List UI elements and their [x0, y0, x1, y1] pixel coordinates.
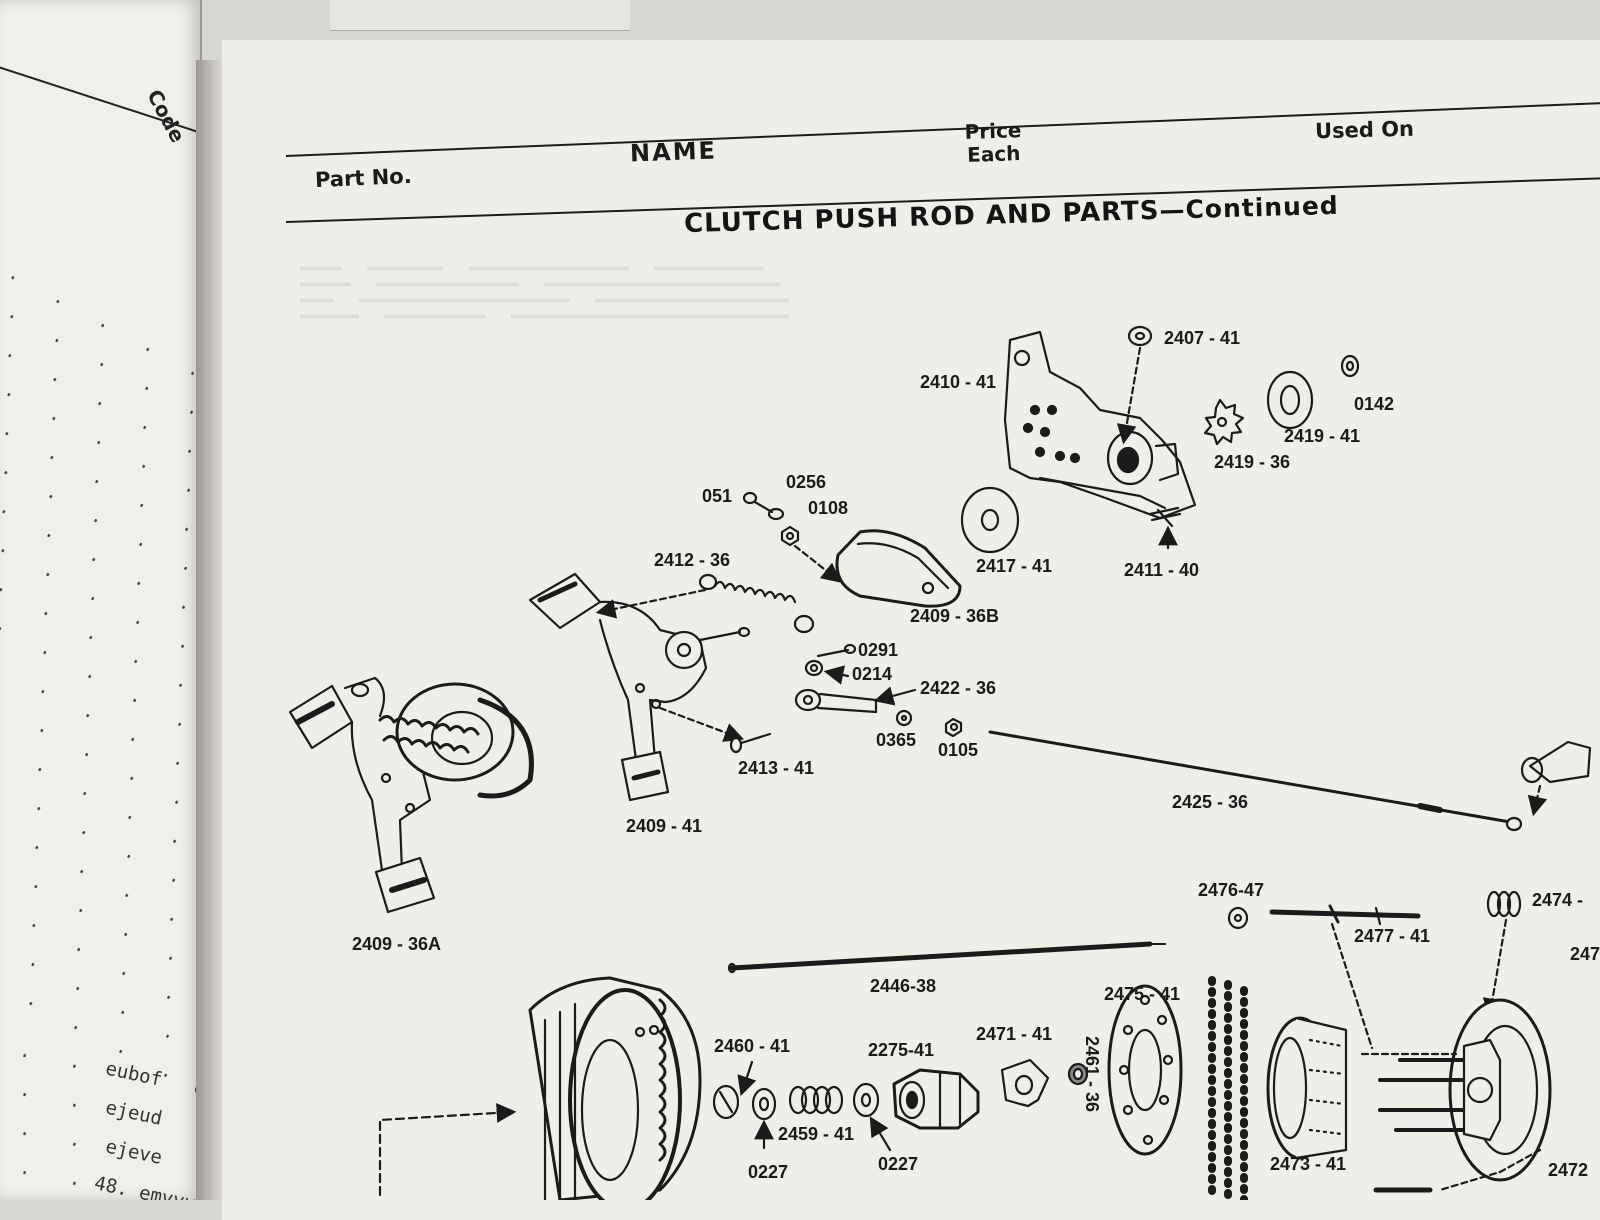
part-2407-41-nut	[1127, 325, 1153, 347]
label-0291: 0291	[858, 640, 898, 660]
label-2275-41: 2275-41	[868, 1040, 934, 1060]
label-2422-36: 2422 - 36	[920, 678, 996, 698]
label-2477-41: 2477 - 41	[1354, 926, 1430, 946]
label-2461-36: 2461 - 36	[1082, 1036, 1102, 1112]
part-2410-41-bracket	[1003, 330, 1197, 520]
label-2413-41: 2413 - 41	[738, 758, 814, 778]
label-2412-36: 2412 - 36	[654, 550, 730, 570]
label-2460-41: 2460 - 41	[714, 1036, 790, 1056]
catalog-page	[222, 40, 1600, 1220]
label-2407-41: 2407 - 41	[1164, 328, 1240, 348]
label-2473-41: 2473 - 41	[1270, 1154, 1346, 1174]
part-0108-nut	[780, 525, 800, 547]
part-0142-nut	[1340, 354, 1360, 378]
part-2409-41-pedal	[528, 572, 751, 802]
label-2459-41: 2459 - 41	[778, 1124, 854, 1144]
label-2471-41: 2471 - 41	[976, 1024, 1052, 1044]
part-2409-36B-pad	[835, 529, 962, 608]
label-247: 247	[1570, 944, 1600, 964]
part-clutch-drum	[528, 976, 702, 1200]
part-051-bolt	[742, 491, 774, 514]
part-0291-cotter-pin	[816, 643, 857, 658]
part-2275-41-coupling	[892, 1068, 980, 1130]
part-2411-40-pin	[1148, 506, 1182, 528]
part-2409-36A-pedal-assembly	[288, 676, 534, 914]
book-gutter	[196, 60, 226, 1200]
label-0142: 0142	[1354, 394, 1394, 414]
part-clutch-hub	[1378, 998, 1552, 1182]
label-0214: 0214	[852, 664, 892, 684]
label-051: 051	[702, 486, 732, 506]
part-2446-38-rod	[727, 941, 1166, 974]
part-0227-washer-b	[852, 1082, 880, 1118]
part-0365-lock-washer	[895, 709, 913, 727]
bleed-through-texture: ▬▬▬▬▬ ▬▬▬▬▬▬▬▬▬ ▬▬▬▬▬▬▬▬▬▬▬▬▬▬▬▬▬▬▬ ▬▬▬▬…	[300, 260, 789, 324]
part-2459-41-spring	[788, 1085, 844, 1115]
label-0227-left: 0227	[748, 1162, 788, 1182]
label-0256: 0256	[786, 472, 826, 492]
part-2477-41-stud	[1269, 904, 1421, 926]
part-2471-41-lock-plate	[1000, 1058, 1050, 1108]
label-2410-41: 2410 - 41	[920, 372, 996, 392]
label-2417-41: 2417 - 41	[976, 556, 1052, 576]
label-2476-47: 2476-47	[1198, 880, 1264, 900]
part-2476-47-nut	[1227, 906, 1249, 930]
part-0214-washer	[804, 659, 824, 677]
label-2419-41: 2419 - 41	[1284, 426, 1360, 446]
label-2472: 2472	[1548, 1160, 1588, 1180]
label-0105: 0105	[938, 740, 978, 760]
page-edge-scrap	[330, 0, 630, 31]
part-2460-41-retainer	[712, 1084, 740, 1120]
part-2474-spring	[1486, 890, 1522, 918]
part-0256-washer	[767, 507, 785, 521]
part-2422-36-clevis	[794, 688, 878, 714]
label-2419-36: 2419 - 36	[1214, 452, 1290, 472]
label-0108: 0108	[808, 498, 848, 518]
label-2411-40: 2411 - 40	[1124, 560, 1199, 580]
part-2461-36-bushing	[1067, 1062, 1089, 1086]
label-2475-41: 2475 - 41	[1104, 984, 1180, 1004]
part-2473-41-ring	[1266, 1016, 1348, 1160]
part-labels: 2407 - 41 2410 - 41 0142 2419 - 41 2419 …	[352, 328, 1600, 1182]
label-2425-36: 2425 - 36	[1172, 792, 1248, 812]
part-2413-41-pin	[729, 732, 772, 754]
label-2409-41: 2409 - 41	[626, 816, 702, 836]
part-2419-41-grommet	[1266, 370, 1314, 430]
label-2409-36B: 2409 - 36B	[910, 606, 999, 626]
part-bead-chain	[1208, 976, 1248, 1200]
part-2417-41-washer	[960, 486, 1020, 554]
left-page: Code . . . . . ejiyg. . . . . ej12m. . .…	[0, 0, 202, 1200]
part-0105-nut	[944, 717, 963, 738]
part-2419-36-star-washer	[1203, 398, 1245, 446]
label-0365: 0365	[876, 730, 916, 750]
label-2446-38: 2446-38	[870, 976, 936, 996]
label-2409-36A: 2409 - 36A	[352, 934, 441, 954]
part-2412-36-spring	[698, 573, 815, 634]
part-0227-washer-a	[751, 1087, 777, 1121]
part-2475-41-plate	[1107, 984, 1183, 1156]
label-0227-right: 0227	[878, 1154, 918, 1174]
label-2474: 2474 -	[1532, 890, 1583, 910]
part-2425-36-push-rod	[988, 730, 1592, 832]
